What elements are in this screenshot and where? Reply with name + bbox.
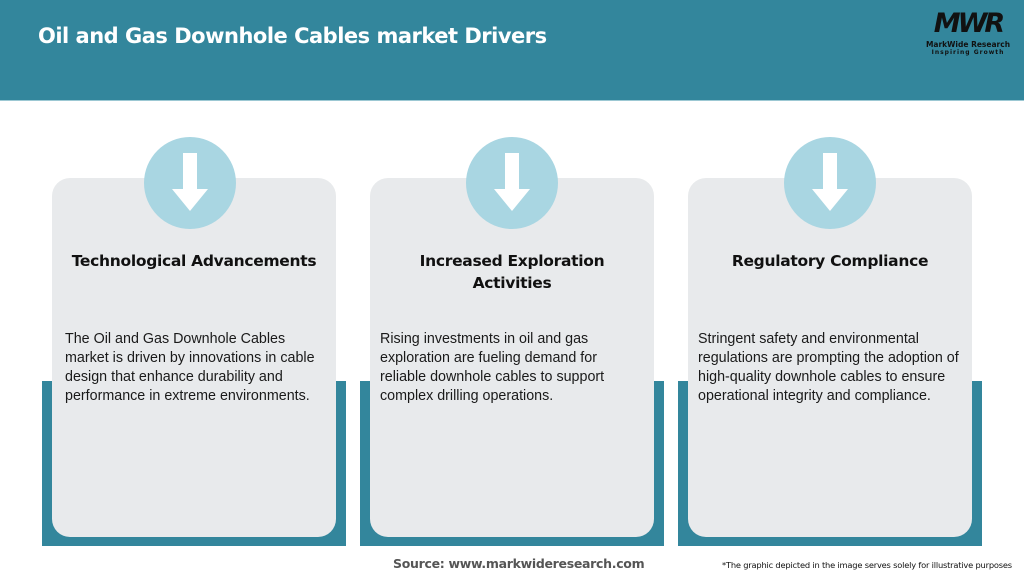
arrow-down-icon <box>144 137 236 229</box>
card-title: Regulatory Compliance <box>731 252 929 270</box>
header-banner: Oil and Gas Downhole Cables market Drive… <box>0 0 1024 101</box>
logo-tagline: Inspiring Growth <box>931 49 1005 56</box>
logo-mark: MWR <box>933 8 1005 39</box>
logo-name: MarkWide Research <box>925 40 1011 49</box>
card-description: Stringent safety and environmental regul… <box>698 331 959 404</box>
page-title: Oil and Gas Downhole Cables market Drive… <box>38 24 547 48</box>
logo: MWR MarkWide Research Inspiring Growth <box>918 10 1018 58</box>
arrow-down-icon <box>466 137 558 229</box>
driver-card-technological-advancements: Technological Advancements The Oil and G… <box>52 178 336 537</box>
source-credit: Source: www.markwideresearch.com <box>393 556 645 571</box>
disclaimer-note: *The graphic depicted in the image serve… <box>722 560 1012 570</box>
card-title: Increased Exploration Activities <box>419 252 605 292</box>
driver-card-regulatory-compliance: Regulatory Compliance Stringent safety a… <box>688 178 972 537</box>
driver-card-increased-exploration: Increased Exploration Activities Rising … <box>370 178 654 537</box>
card-description: Rising investments in oil and gas explor… <box>380 331 605 404</box>
card-title: Technological Advancements <box>71 252 317 270</box>
arrow-down-icon <box>784 137 876 229</box>
card-description: The Oil and Gas Downhole Cables market i… <box>65 331 315 404</box>
